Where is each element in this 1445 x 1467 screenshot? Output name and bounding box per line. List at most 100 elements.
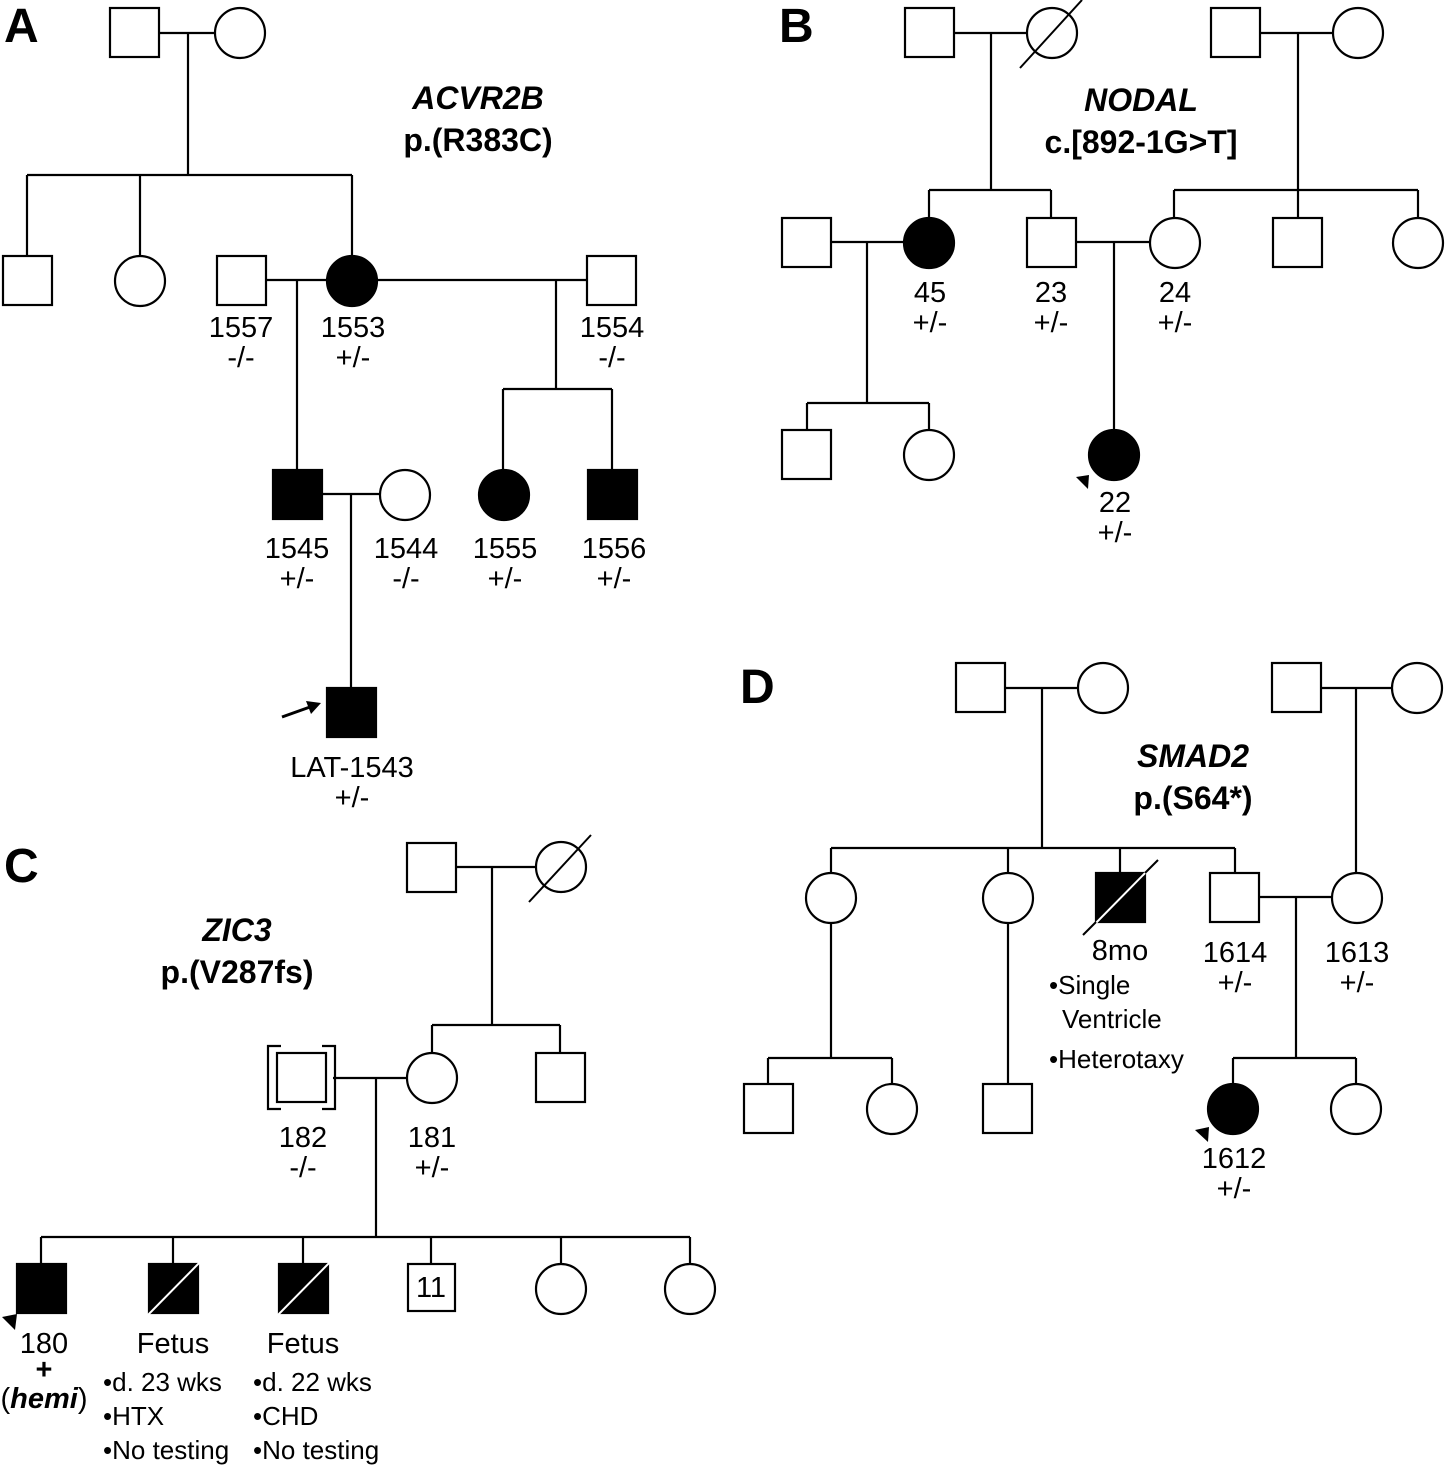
d-1614-id: 1614 (1203, 937, 1268, 969)
b-child-square (780, 428, 833, 481)
panel-d-variant: p.(S64*) (1133, 780, 1252, 816)
a-1544-genotype: -/- (392, 563, 419, 595)
d-grandmother1-circle (1076, 661, 1130, 715)
a-1555-affected-circle (477, 468, 531, 522)
a-proband-id: LAT-1543 (290, 752, 414, 784)
c-182-id: 182 (279, 1122, 327, 1154)
panel-a-gene: ACVR2B (411, 80, 544, 116)
a-1557-square (215, 254, 268, 307)
panel-c: C ZIC3 p.(V287fs) (0, 834, 717, 1465)
c-fetus1-note-1: •d. 23 wks (103, 1367, 222, 1397)
d-aunt1-circle (804, 871, 858, 925)
c-grandfather-square (405, 841, 458, 894)
c-sister1-circle (534, 1262, 588, 1316)
c-sibs-square (406, 1262, 457, 1313)
a-1555-id: 1555 (473, 533, 538, 565)
a-1553-genotype: +/- (336, 342, 371, 374)
a-1545-affected-square (271, 468, 324, 521)
panel-c-gene: ZIC3 (201, 912, 272, 948)
c-fetus1-note-3: •No testing (103, 1435, 229, 1465)
a-1557-id: 1557 (209, 312, 274, 344)
b-grandfather2-square (1209, 6, 1262, 59)
c-fetus2-slash (272, 1256, 336, 1321)
d-grandfather2-square (1270, 661, 1323, 714)
b-23-id: 23 (1035, 277, 1067, 309)
d-1613-genotype: +/- (1340, 967, 1375, 999)
b-spouse-square (780, 216, 833, 269)
panel-a-variant: p.(R383C) (403, 122, 552, 158)
d-cousin3-square (981, 1082, 1034, 1135)
a-1545-id: 1545 (265, 533, 330, 565)
c-fetus1-slash (142, 1256, 206, 1321)
d-grandmother2-circle (1390, 661, 1444, 715)
panel-d-label: D (740, 661, 775, 714)
c-182-adopted-square (266, 1044, 337, 1111)
c-fetus2-note-1: •d. 22 wks (253, 1367, 372, 1397)
panel-a: A ACVR2B p.(R383C) (1, 0, 647, 814)
a-1556-genotype: +/- (597, 563, 632, 595)
b-aunt-circle (1391, 216, 1445, 270)
b-23-genotype: +/- (1034, 307, 1069, 339)
a-1553-id: 1553 (321, 312, 386, 344)
b-45-id: 45 (914, 277, 946, 309)
b-grandmother2-circle (1331, 6, 1385, 60)
d-cousin1-square (742, 1082, 795, 1135)
panel-c-lines (39, 865, 692, 1264)
b-23-square (1025, 216, 1078, 269)
d-grandfather1-square (954, 661, 1007, 714)
a-1556-affected-square (586, 468, 639, 521)
c-180-id: 180 (20, 1328, 68, 1360)
d-1613-circle (1330, 871, 1384, 925)
c-180-hemi: (hemi) (0, 1383, 87, 1415)
c-sister2-circle (663, 1262, 717, 1316)
d-1612-id: 1612 (1202, 1143, 1267, 1175)
panel-d: D SMAD2 p.(S64*) (740, 661, 1444, 1205)
a-aunt-circle (113, 254, 167, 308)
b-grandfather1-square (903, 6, 956, 59)
c-fetus2-note-2: •CHD (253, 1401, 318, 1431)
c-uncle-square (534, 1051, 587, 1104)
b-child-circle (902, 428, 956, 482)
a-1557-genotype: -/- (227, 342, 254, 374)
c-181-genotype: +/- (415, 1152, 450, 1184)
b-22-id: 22 (1099, 487, 1131, 519)
panel-c-variant: p.(V287fs) (161, 954, 314, 990)
d-1614-genotype: +/- (1218, 967, 1253, 999)
b-24-circle (1148, 216, 1202, 270)
c-fetus2-label: Fetus (267, 1328, 340, 1360)
c-proband-marker-icon (2, 1314, 17, 1330)
d-deceased-age: 8mo (1092, 935, 1148, 967)
a-grandfather-square (108, 6, 161, 59)
d-1612-genotype: +/- (1217, 1173, 1252, 1205)
panel-b-label: B (779, 0, 814, 53)
panel-b: B NODAL c.[892-1G>T] (779, 0, 1445, 549)
panel-b-lines (805, 31, 1420, 430)
a-1544-id: 1544 (374, 533, 439, 565)
a-1545-genotype: +/- (280, 563, 315, 595)
b-22-genotype: +/- (1098, 517, 1133, 549)
b-24-genotype: +/- (1158, 307, 1193, 339)
panel-d-gene: SMAD2 (1137, 738, 1249, 774)
panel-a-lines (25, 31, 614, 688)
a-1556-id: 1556 (582, 533, 647, 565)
d-deceased-slash-tail (1082, 921, 1097, 936)
c-fetus1-label: Fetus (137, 1328, 210, 1360)
a-proband-genotype: +/- (335, 782, 370, 814)
a-proband-affected-square (325, 686, 378, 739)
d-deceased-note-3: •Heterotaxy (1049, 1044, 1184, 1074)
proband-arrow-icon (281, 701, 321, 719)
b-proband-marker-icon (1076, 475, 1089, 489)
a-1554-id: 1554 (580, 312, 645, 344)
b-24-id: 24 (1159, 277, 1191, 309)
c-sibs-count: 11 (416, 1272, 446, 1304)
d-sister-circle (1329, 1082, 1383, 1136)
b-45-affected-circle (902, 216, 956, 270)
a-uncle-square (1, 254, 54, 307)
panel-a-label: A (4, 0, 39, 53)
c-180-affected-square (15, 1262, 68, 1315)
a-1555-genotype: +/- (488, 563, 523, 595)
d-deceased-note-2: Ventricle (1062, 1004, 1162, 1034)
c-181-id: 181 (408, 1122, 456, 1154)
a-1544-circle (378, 468, 432, 522)
